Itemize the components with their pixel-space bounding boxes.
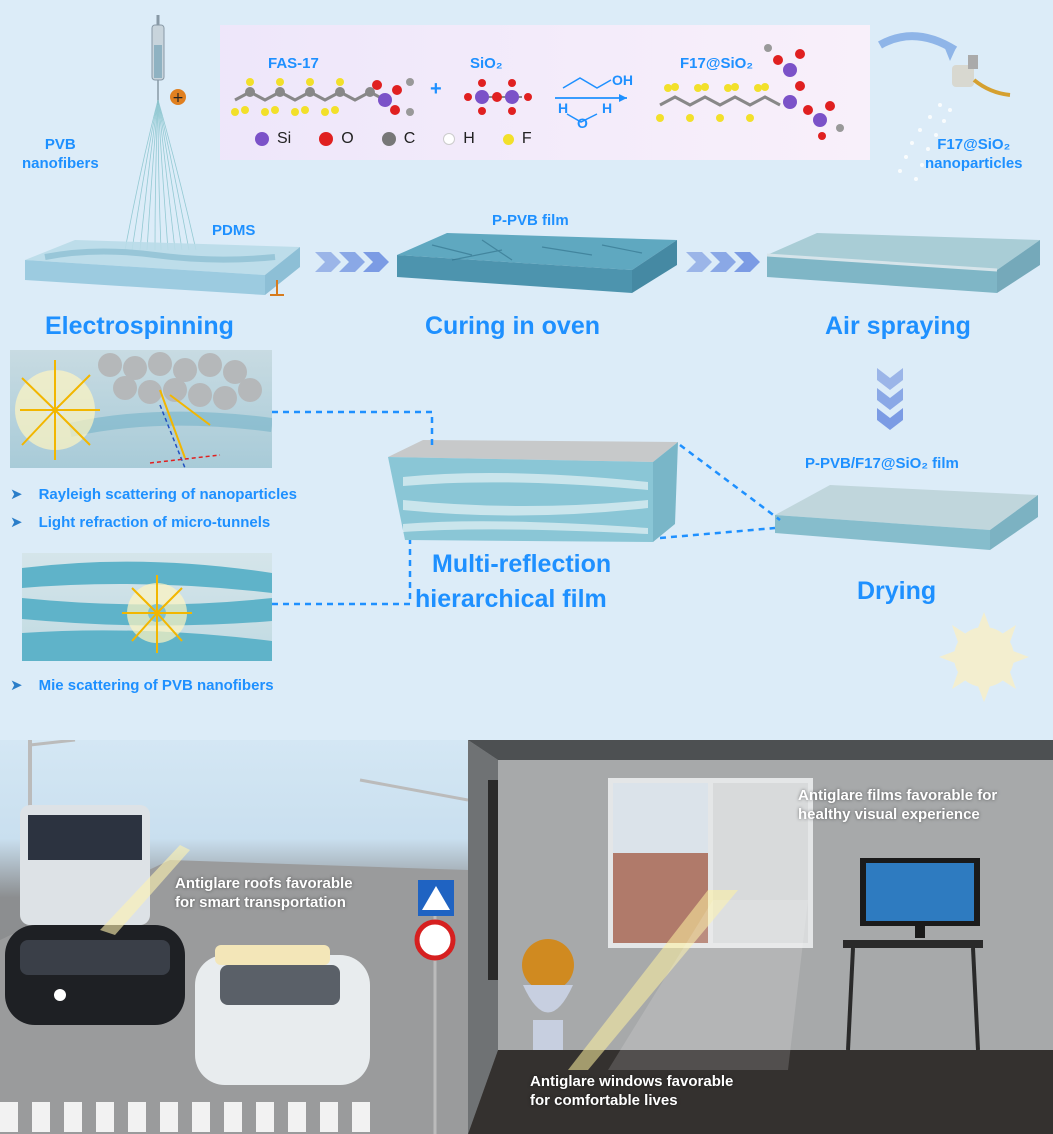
pvb-nanofibers-label: PVB nanofibers	[22, 136, 99, 172]
bullet-arrow-icon: ➤	[10, 486, 23, 503]
reagent-o: O	[577, 115, 588, 131]
legend-si: Si	[255, 130, 291, 148]
reagent-h1: H	[558, 100, 569, 116]
down-chevrons	[877, 368, 903, 430]
bullet-refraction: ➤Light refraction of micro-tunnels	[10, 514, 271, 531]
sprayed-film	[766, 233, 1040, 293]
atom-legend: Si O C H F	[255, 130, 560, 148]
stage-electrospinning: Electrospinning	[45, 312, 234, 340]
spray-particles-label: F17@SiO₂ nanoparticles	[925, 136, 1023, 172]
fas17-label: FAS-17	[268, 55, 319, 72]
center-title-line2: hierarchical film	[415, 585, 607, 613]
reagent-oh: OH	[612, 72, 633, 88]
legend-h: H	[443, 130, 475, 148]
roof-caption: Antiglare roofs favorable for smart tran…	[175, 875, 353, 911]
window-caption: Antiglare windows favorable for comforta…	[530, 1073, 734, 1109]
sio2-molecule	[464, 79, 532, 115]
legend-o: O	[319, 130, 354, 148]
hierarchical-film	[388, 440, 678, 542]
rayleigh-inset	[10, 350, 272, 468]
reaction-arrow	[555, 77, 627, 123]
stage-drying: Drying	[857, 577, 937, 605]
stage-curing: Curing in oven	[425, 312, 600, 340]
syringe-icon: +	[151, 15, 186, 106]
chevrons-1	[315, 252, 389, 272]
sio2-label: SiO₂	[470, 55, 503, 72]
chevrons-2	[686, 252, 760, 272]
svg-text:+: +	[172, 90, 184, 106]
final-film-label: P-PVB/F17@SiO₂ film	[805, 455, 959, 472]
product-label: F17@SiO₂	[680, 55, 753, 72]
fas17-molecule	[231, 78, 414, 116]
room-illustration	[468, 740, 1053, 1134]
pdms-label: PDMS	[212, 222, 256, 239]
dashed-connectors	[272, 410, 781, 606]
ppvb-label: P-PVB film	[492, 212, 569, 229]
stage-air-spraying: Air spraying	[825, 312, 971, 340]
reagent-h2: H	[602, 100, 613, 116]
mie-inset	[22, 553, 272, 661]
center-title-line1: Multi-reflection	[432, 550, 612, 578]
film-caption: Antiglare films favorable for healthy vi…	[798, 787, 998, 823]
legend-c: C	[381, 130, 415, 148]
bullet-arrow-icon: ➤	[10, 677, 23, 694]
plus-sign: +	[430, 78, 442, 100]
street-illustration	[0, 740, 468, 1134]
bullet-mie: ➤Mie scattering of PVB nanofibers	[10, 677, 274, 694]
ppvb-film	[397, 233, 677, 293]
pdms-substrate	[25, 240, 300, 296]
product-molecule	[656, 44, 844, 140]
legend-f: F	[502, 130, 532, 148]
sun-icon	[939, 612, 1029, 702]
final-film	[775, 485, 1038, 550]
spray-gun-icon	[878, 32, 1011, 181]
bullet-rayleigh: ➤Rayleigh scattering of nanoparticles	[10, 486, 297, 503]
electrospinning-jet	[124, 100, 197, 250]
bullet-arrow-icon: ➤	[10, 514, 23, 531]
